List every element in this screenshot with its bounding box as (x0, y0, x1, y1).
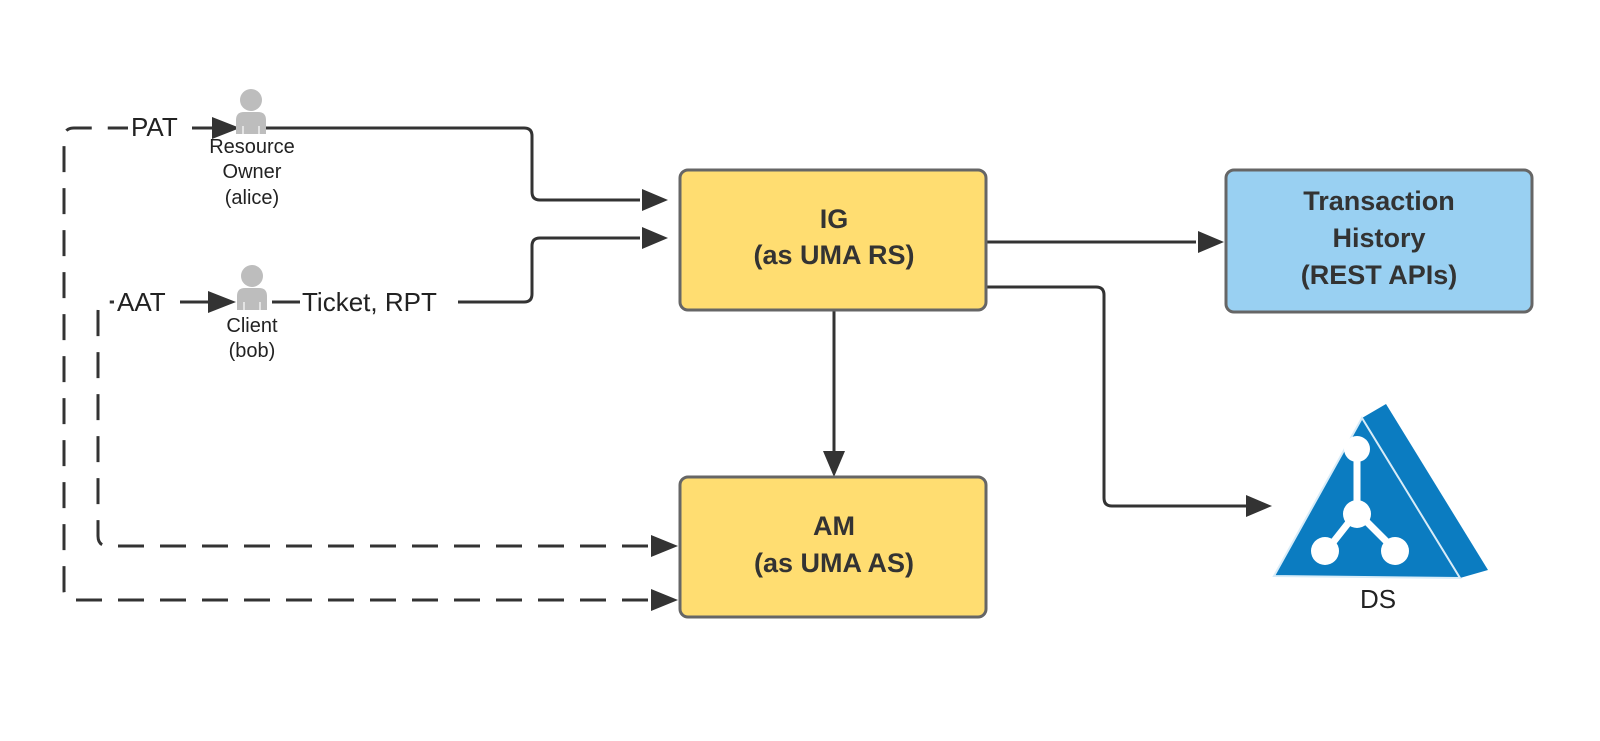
arrowhead (642, 227, 668, 249)
edge-label-pat: PAT (131, 112, 178, 142)
node-am[interactable]: AM (as UMA AS) (678, 475, 988, 619)
edge-label-ticket-rpt: Ticket, RPT (302, 287, 437, 317)
arrowhead (212, 117, 240, 139)
edge-am-aat-dashed (96, 300, 648, 548)
node-transaction-line3: (REST APIs) (1301, 260, 1458, 290)
actor-label: Owner (223, 161, 282, 183)
actor-resource-owner[interactable]: Resource Owner (alice) (209, 89, 295, 209)
actor-label: (bob) (229, 340, 276, 362)
node-transaction-history[interactable]: Transaction History (REST APIs) (1224, 168, 1534, 314)
arrowhead (1198, 231, 1224, 253)
actor-label: Client (226, 315, 278, 337)
edge-label-aat: AAT (117, 287, 166, 317)
edge-client-to-ig (458, 236, 640, 304)
arrowhead (651, 589, 678, 611)
arrowhead (651, 535, 678, 557)
node-am-subtitle: (as UMA AS) (754, 548, 914, 578)
node-ds[interactable]: DS (1272, 404, 1488, 614)
node-ig-subtitle: (as UMA RS) (753, 240, 914, 270)
arrowhead (208, 291, 236, 313)
directory-server-icon (1272, 404, 1488, 580)
node-ds-label: DS (1360, 584, 1396, 614)
node-ig-title: IG (820, 204, 849, 234)
node-transaction-line1: Transaction (1303, 186, 1455, 216)
node-am-title: AM (813, 511, 855, 541)
edge-am-pat-dashed (62, 126, 648, 602)
node-transaction-line2: History (1332, 223, 1425, 253)
node-ig[interactable]: IG (as UMA RS) (678, 168, 988, 312)
edge-ig-to-ds (986, 285, 1246, 508)
arrowhead (823, 451, 845, 477)
person-icon (236, 89, 266, 134)
actor-label: Resource (209, 136, 295, 158)
actor-label: (alice) (225, 187, 279, 209)
edge-resource-owner-to-ig (262, 126, 640, 202)
actor-client[interactable]: Client (bob) (226, 265, 278, 362)
person-icon (237, 265, 267, 310)
arrowhead (1246, 495, 1272, 517)
arrowhead (642, 189, 668, 211)
